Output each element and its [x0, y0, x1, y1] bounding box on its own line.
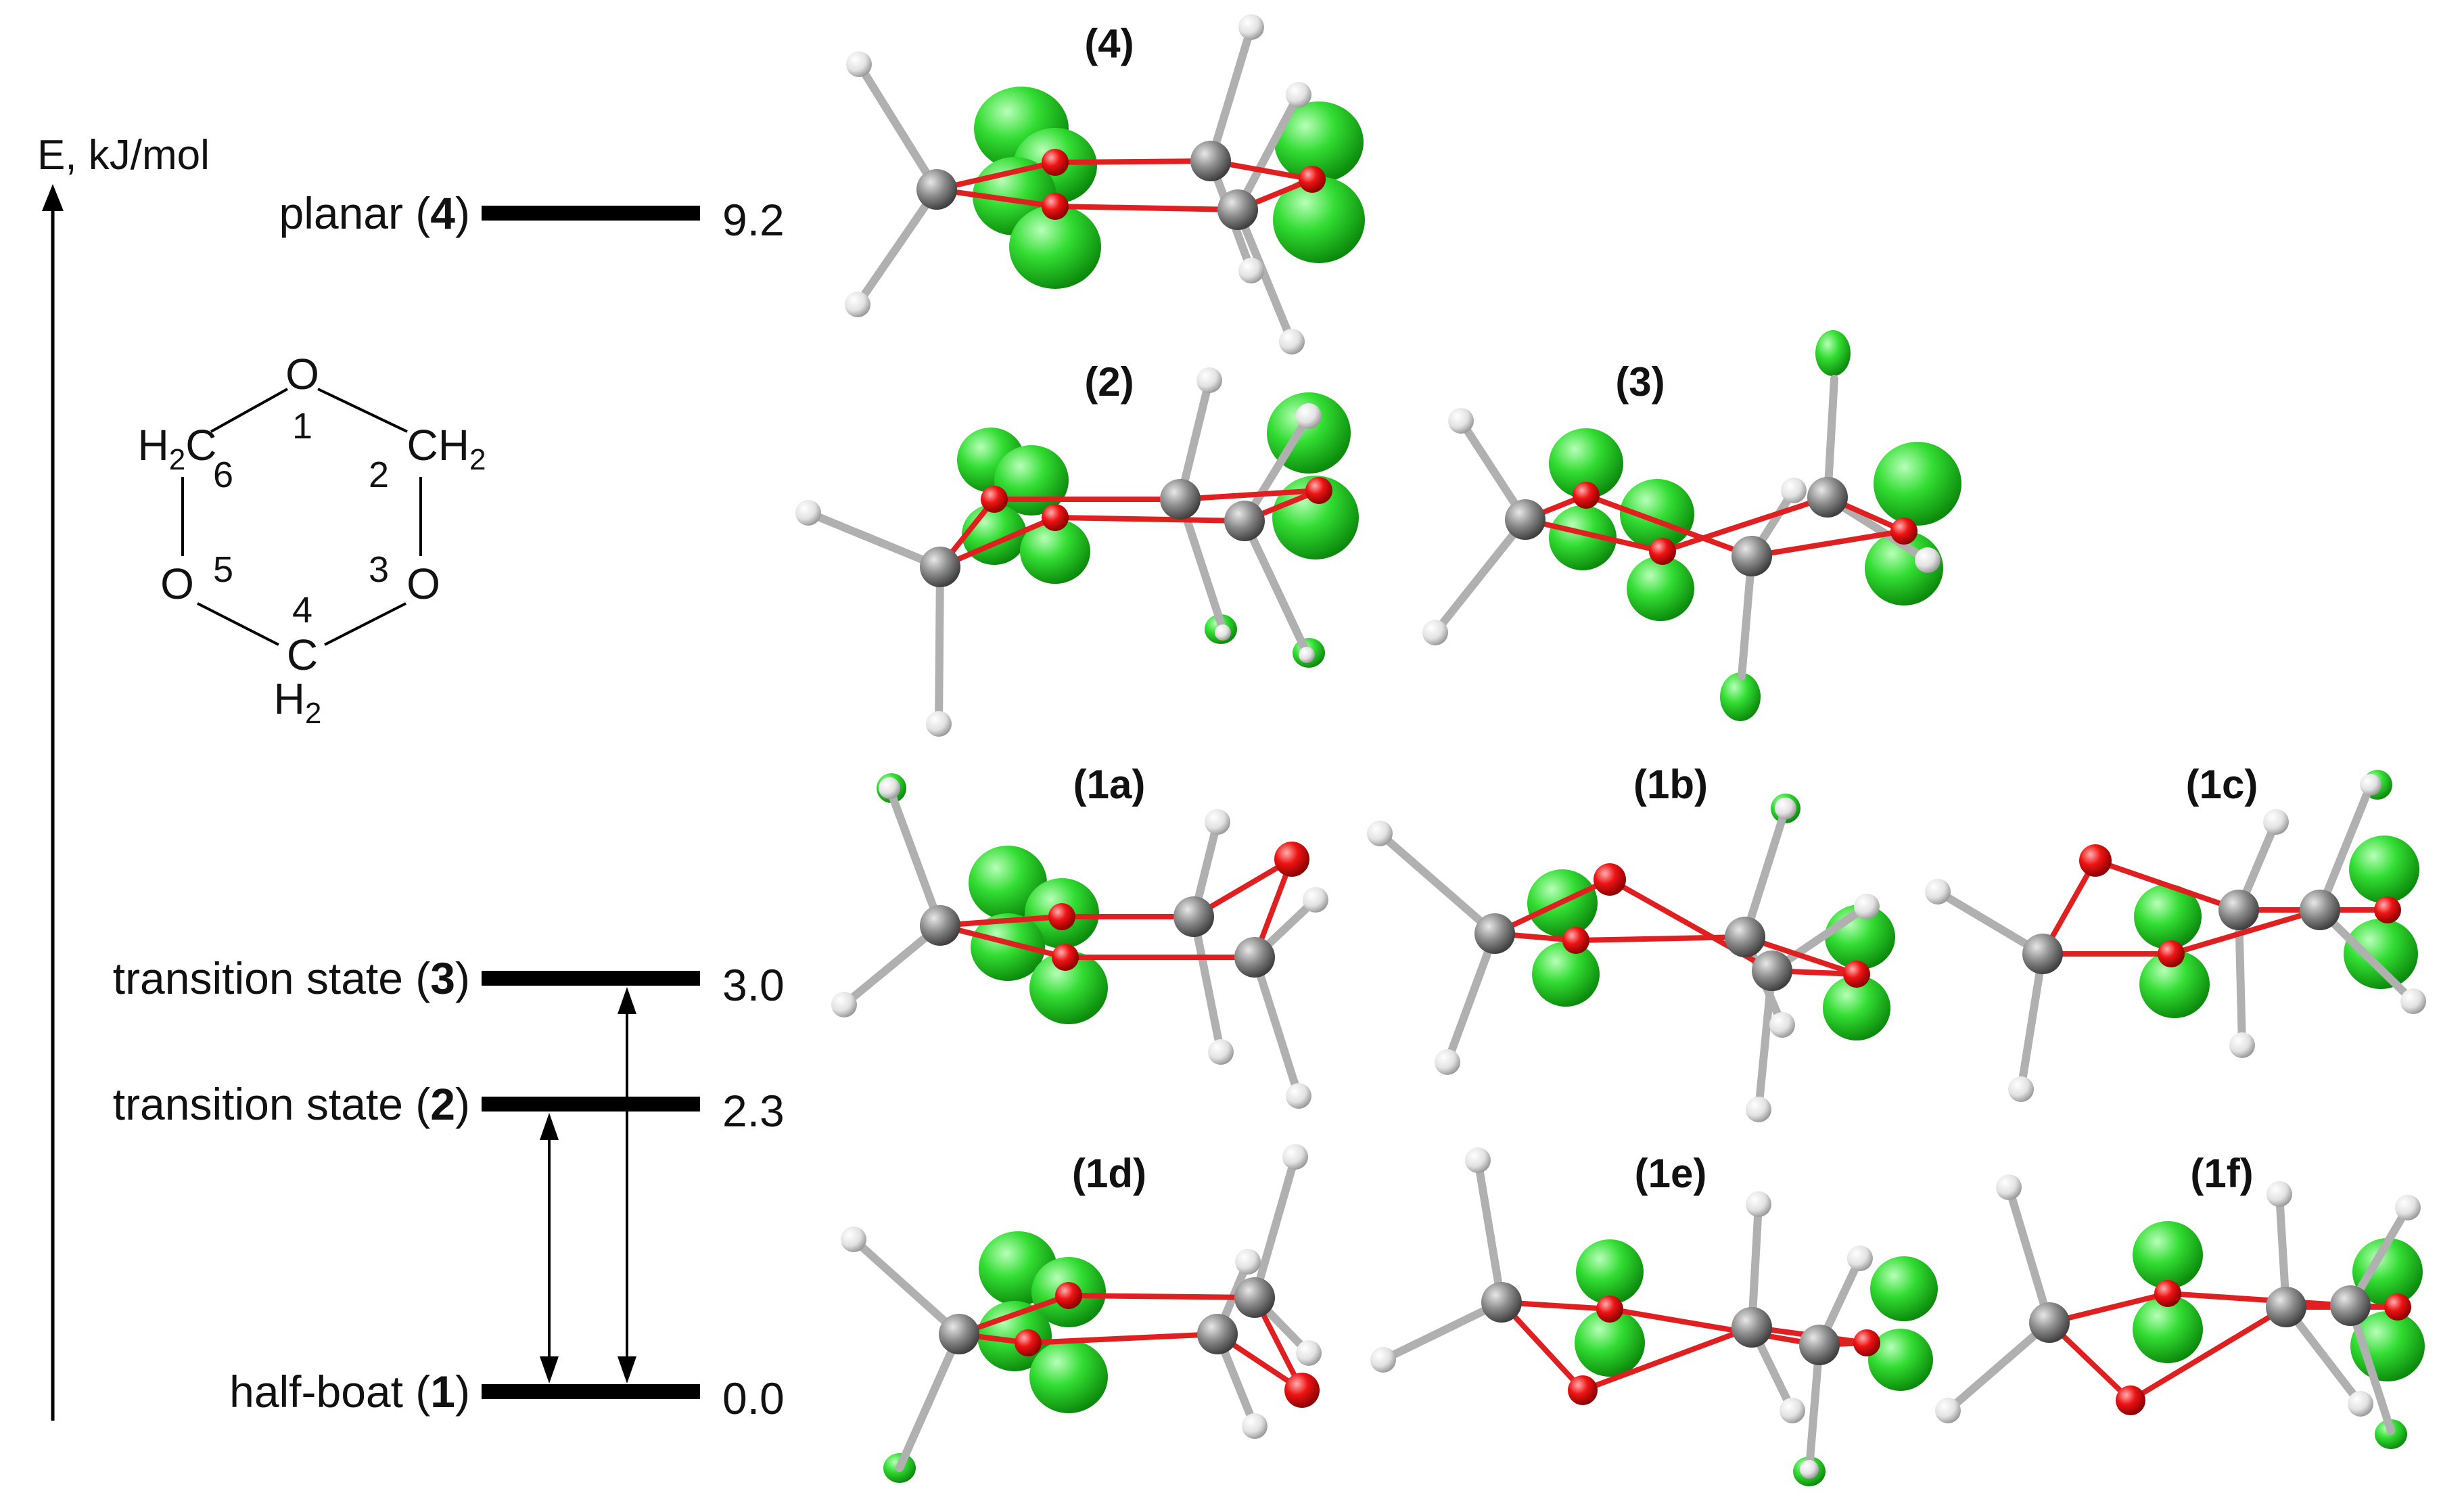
level-label: half-boat (1) — [229, 1367, 470, 1417]
axis-arrow-icon — [42, 184, 64, 211]
energy-axis: E, kJ/mol — [37, 132, 210, 1421]
molecule-title-1b: (1b) — [1633, 762, 1708, 807]
atom-c4: C — [287, 631, 318, 679]
atom-o3: O — [406, 559, 440, 608]
energy-level-ts2: transition state (2) 2.3 — [113, 1079, 785, 1136]
level-value: 3.0 — [722, 960, 785, 1010]
level-value: 2.3 — [722, 1086, 785, 1136]
ring-number: 3 — [369, 549, 389, 590]
transition-arrow-1-3 — [618, 987, 636, 1383]
atom-c6: H2C — [138, 421, 217, 476]
molecule-title-1e: (1e) — [1635, 1151, 1707, 1196]
molecule-title-1d: (1d) — [1072, 1151, 1146, 1196]
ring-number: 4 — [292, 590, 312, 631]
energy-level-ts3: transition state (3) 3.0 — [113, 953, 785, 1010]
molecule-model-1a — [831, 773, 1328, 1109]
level-value: 9.2 — [722, 195, 785, 245]
atom-o1: O — [285, 350, 319, 398]
atom-c4-h2: H2 — [274, 674, 322, 730]
axis-label: E, kJ/mol — [37, 132, 210, 179]
energy-level-halfboat: half-boat (1) 0.0 — [229, 1367, 785, 1423]
transition-arrow-1-2 — [540, 1113, 559, 1383]
level-label: transition state (3) — [113, 953, 470, 1003]
level-label: transition state (2) — [113, 1079, 470, 1129]
molecule-title-4: (4) — [1084, 21, 1134, 66]
energy-level-planar: planar (4) 9.2 — [279, 188, 785, 245]
trioxane-structure: O H2C CH2 O O C H2 1 2 3 4 5 6 — [138, 350, 486, 730]
level-label: planar (4) — [279, 188, 471, 238]
molecule-title-1f: (1f) — [2190, 1151, 2253, 1196]
molecule-model-3 — [1422, 330, 1961, 721]
molecule-model-1e — [1370, 1147, 1938, 1486]
ring-number: 2 — [369, 455, 389, 495]
level-value: 0.0 — [722, 1373, 785, 1423]
molecule-model-1f — [1935, 1174, 2425, 1449]
molecule-title-2: (2) — [1084, 359, 1134, 405]
molecule-model-1c — [1925, 770, 2426, 1102]
ring-number: 5 — [213, 549, 233, 590]
ring-number: 1 — [292, 406, 312, 446]
molecule-title-1c: (1c) — [2186, 762, 2258, 807]
molecule-title-1a: (1a) — [1073, 762, 1146, 807]
atom-o5: O — [160, 559, 194, 608]
molecule-model-2 — [795, 367, 1359, 737]
molecule-model-4 — [845, 14, 1365, 354]
ring-number: 6 — [213, 455, 233, 495]
molecule-title-3: (3) — [1615, 359, 1665, 405]
atom-c2: CH2 — [407, 421, 486, 476]
molecule-model-1b — [1367, 794, 1895, 1122]
molecule-model-1d — [841, 1144, 1322, 1483]
